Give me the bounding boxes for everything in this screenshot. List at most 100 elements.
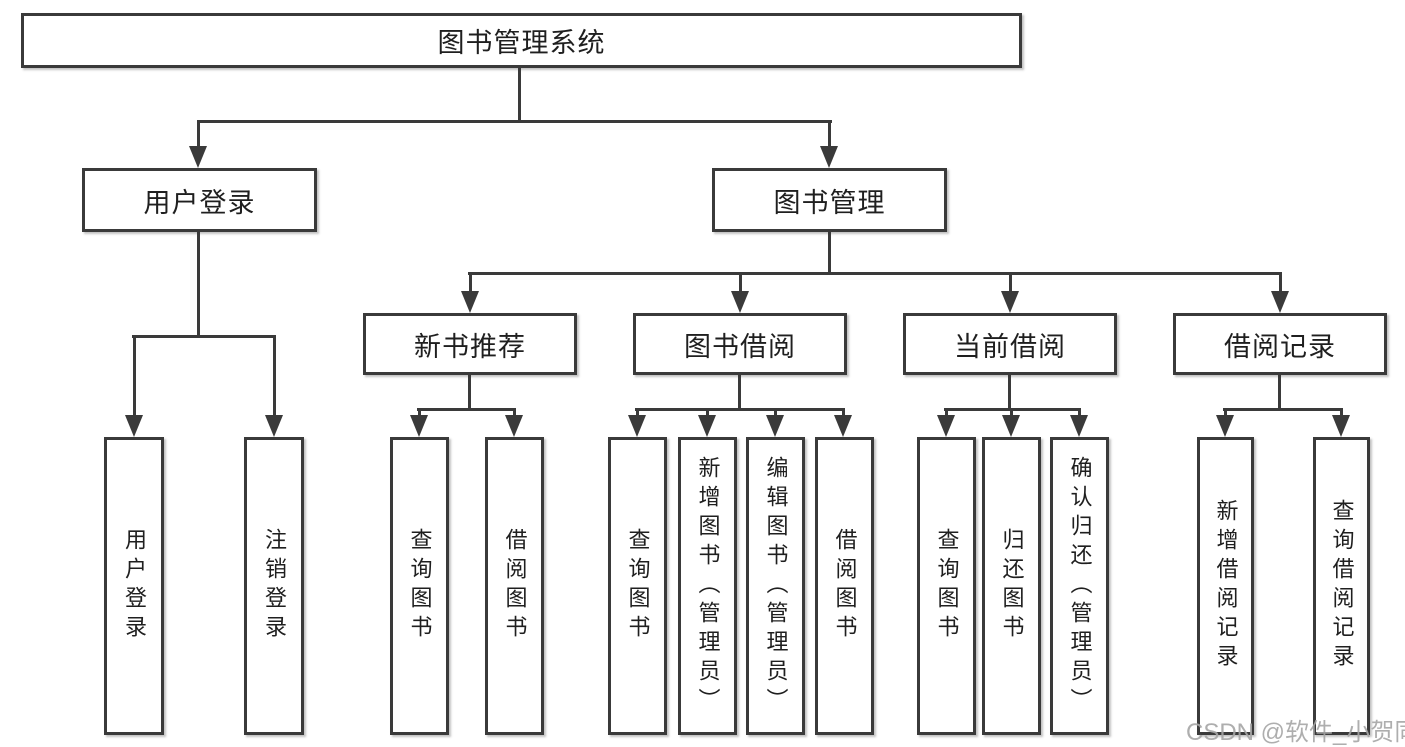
leaf-edit-book-admin-label: 编辑图书（管理员） — [763, 455, 789, 717]
csdn-watermark: CSDN @软件_小贺同学 — [1186, 719, 1405, 746]
arrow-to-new-book-recommend — [461, 272, 479, 313]
node-new-book-recommend-label: 新书推荐 — [414, 331, 526, 362]
arrow-to-leaf-query-books-2 — [628, 408, 646, 437]
arrow-to-book-management — [820, 120, 838, 168]
arrow-to-leaf-query-borrow-record — [1332, 408, 1350, 437]
leaf-return-book: 归还图书 — [982, 437, 1041, 735]
leaf-borrow-books-1-label: 借阅图书 — [502, 528, 528, 644]
arrow-down-icon — [1271, 291, 1289, 313]
leaf-logout: 注销登录 — [244, 437, 304, 735]
leaf-logout-label: 注销登录 — [262, 528, 287, 644]
node-borrow-records: 借阅记录 — [1173, 313, 1387, 375]
arrow-down-icon — [461, 291, 479, 313]
arrow-shaft — [1339, 408, 1343, 415]
arrow-down-icon — [628, 415, 646, 437]
leaf-edit-book-admin: 编辑图书（管理员） — [746, 437, 805, 735]
arrow-down-icon — [1001, 291, 1019, 313]
leaf-query-books-2: 查询图书 — [608, 437, 667, 735]
leaf-add-borrow-record-label: 新增借阅记录 — [1213, 499, 1239, 673]
arrow-to-leaf-user-login — [125, 335, 143, 437]
node-user-login-label: 用户登录 — [143, 187, 256, 218]
connector-new-book-stub — [468, 375, 471, 411]
connector-root-stub — [518, 68, 521, 122]
leaf-add-book-admin-label: 新增图书（管理员） — [695, 455, 721, 717]
arrow-to-leaf-query-books-3 — [937, 408, 955, 437]
arrow-down-icon — [937, 415, 955, 437]
leaf-confirm-return-admin: 确认归还（管理员） — [1050, 437, 1109, 735]
connector-l2-hline — [468, 272, 1282, 275]
leaf-query-books-1: 查询图书 — [390, 437, 449, 735]
arrow-down-icon — [189, 146, 207, 168]
node-book-management-label: 图书管理 — [773, 187, 886, 218]
arrow-down-icon — [125, 415, 143, 437]
leaf-query-books-3: 查询图书 — [917, 437, 976, 735]
arrow-shaft — [1008, 272, 1012, 291]
connector-l1-hline — [197, 120, 832, 123]
arrow-to-leaf-confirm-return — [1070, 408, 1088, 437]
connector-current-borrow-hline — [944, 408, 1081, 411]
connector-current-borrow-stub — [1008, 375, 1011, 411]
arrow-shaft — [738, 272, 742, 291]
arrow-down-icon — [1332, 415, 1350, 437]
arrow-down-icon — [410, 415, 428, 437]
arrow-to-leaf-borrow-books-2 — [834, 408, 852, 437]
leaf-borrow-books-1: 借阅图书 — [485, 437, 544, 735]
arrow-to-leaf-return-book — [1002, 408, 1020, 437]
arrow-to-leaf-add-borrow-record — [1216, 408, 1234, 437]
node-current-borrow-label: 当前借阅 — [954, 331, 1066, 362]
arrow-down-icon — [766, 415, 784, 437]
leaf-query-books-3-label: 查询图书 — [934, 528, 960, 644]
leaf-borrow-books-2: 借阅图书 — [815, 437, 874, 735]
arrow-down-icon — [820, 146, 838, 168]
leaf-query-borrow-record: 查询借阅记录 — [1313, 437, 1370, 735]
node-book-borrow: 图书借阅 — [633, 313, 847, 375]
arrow-to-user-login — [189, 120, 207, 168]
connector-borrow-records-hline — [1223, 408, 1343, 411]
node-root-label: 图书管理系统 — [437, 28, 606, 58]
leaf-user-login: 用户登录 — [104, 437, 164, 735]
node-new-book-recommend: 新书推荐 — [363, 313, 577, 375]
arrow-shaft — [417, 408, 421, 415]
arrow-shaft — [635, 408, 639, 415]
arrow-shaft — [841, 408, 845, 415]
leaf-query-borrow-record-label: 查询借阅记录 — [1329, 499, 1355, 673]
arrow-shaft — [773, 408, 777, 415]
connector-borrow-records-stub — [1278, 375, 1281, 411]
arrow-shaft — [1077, 408, 1081, 415]
leaf-borrow-books-2-label: 借阅图书 — [832, 528, 858, 644]
leaf-user-login-label: 用户登录 — [122, 528, 147, 644]
connector-user-login-hline — [132, 335, 276, 338]
arrow-to-borrow-records — [1271, 272, 1289, 313]
leaf-confirm-return-admin-label: 确认归还（管理员） — [1067, 455, 1093, 717]
node-book-management: 图书管理 — [712, 168, 947, 232]
leaf-query-books-1-label: 查询图书 — [407, 528, 433, 644]
arrow-to-book-borrow — [731, 272, 749, 313]
node-user-login: 用户登录 — [82, 168, 317, 232]
arrow-to-leaf-logout — [265, 335, 283, 437]
arrow-to-leaf-query-books-1 — [410, 408, 428, 437]
arrow-down-icon — [265, 415, 283, 437]
node-root: 图书管理系统 — [21, 13, 1022, 68]
arrow-shaft — [468, 272, 472, 291]
arrow-to-leaf-borrow-books-1 — [505, 408, 523, 437]
connector-book-borrow-stub — [738, 375, 741, 411]
arrow-down-icon — [1070, 415, 1088, 437]
arrow-shaft — [1278, 272, 1282, 291]
connector-user-login-stub — [197, 232, 200, 338]
arrow-to-leaf-add-book — [698, 408, 716, 437]
arrow-to-current-borrow — [1001, 272, 1019, 313]
arrow-shaft — [512, 408, 516, 415]
arrow-down-icon — [698, 415, 716, 437]
leaf-query-books-2-label: 查询图书 — [625, 528, 651, 644]
arrow-shaft — [705, 408, 709, 415]
arrow-shaft — [944, 408, 948, 415]
arrow-shaft — [196, 120, 200, 146]
arrow-shaft — [827, 120, 831, 146]
connector-new-book-hline — [417, 408, 516, 411]
node-book-borrow-label: 图书借阅 — [684, 331, 796, 362]
arrow-down-icon — [834, 415, 852, 437]
node-borrow-records-label: 借阅记录 — [1224, 331, 1336, 362]
arrow-down-icon — [731, 291, 749, 313]
arrow-down-icon — [1216, 415, 1234, 437]
